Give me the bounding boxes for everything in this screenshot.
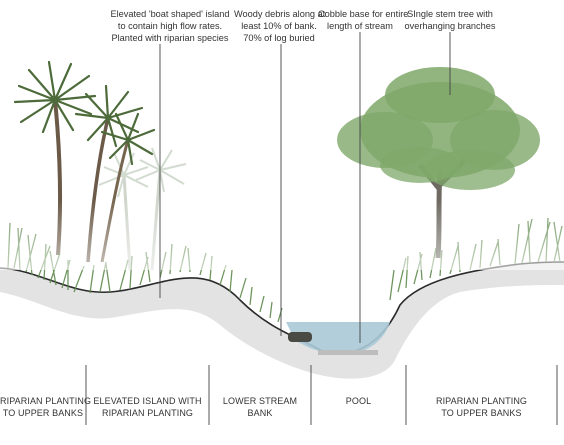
zone-dividers: [85, 365, 558, 425]
annotation-island: Elevated 'boat shaped' island to contain…: [100, 8, 240, 44]
annotation-line: to contain high flow rates.: [117, 21, 223, 31]
zone-label-line: RIPARIAN PLANTING: [101, 408, 194, 418]
annotation-line: Cobble base for entire: [318, 9, 409, 19]
leader-lines: [159, 32, 451, 343]
zone-label-line: RIPARIAN PLANTING: [435, 396, 528, 406]
zone-label-elevated-island: ELEVATED ISLAND WITH RIPARIAN PLANTING: [86, 395, 209, 419]
zone-label-riparian-right: RIPARIAN PLANTING TO UPPER BANKS: [406, 395, 557, 419]
annotation-line: Woody debris along at: [234, 9, 326, 19]
zone-label-line: LOWER STREAM: [222, 396, 298, 406]
annotation-line: Planted with riparian species: [111, 33, 229, 43]
zone-label-line: POOL: [345, 396, 372, 406]
stream-water: [286, 322, 390, 355]
annotation-line: least 10% of bank.: [241, 21, 317, 31]
mist-overlay: [0, 200, 564, 270]
annotation-woody-debris: Woody debris along at least 10% of bank.…: [234, 8, 326, 44]
annotation-line: SIngle stem tree with: [407, 9, 493, 19]
woody-debris-log: [288, 332, 312, 342]
annotation-single-stem-tree: SIngle stem tree with overhanging branch…: [404, 8, 496, 32]
annotation-line: overhanging branches: [404, 21, 496, 31]
zone-label-line: ELEVATED ISLAND WITH: [93, 396, 202, 406]
zone-label-lower-stream-bank: LOWER STREAM BANK: [209, 395, 311, 419]
zone-label-line: BANK: [247, 408, 273, 418]
annotation-line: 70% of log buried: [243, 33, 315, 43]
ground-band: [0, 262, 564, 379]
annotation-line: Elevated 'boat shaped' island: [110, 9, 230, 19]
single-stem-tree: [337, 67, 540, 259]
zone-label-line: TO UPPER BANKS: [2, 408, 84, 418]
annotation-line: length of stream: [327, 21, 393, 31]
cobble-base: [318, 350, 378, 355]
zone-label-line: TO UPPER BANKS: [441, 408, 522, 418]
zone-label-riparian-left: RIPARIAN PLANTING TO UPPER BANKS: [0, 395, 92, 419]
annotation-cobble-base: Cobble base for entire length of stream: [318, 8, 409, 32]
zone-label-line: RIPARIAN PLANTING: [0, 396, 92, 406]
zone-label-pool: POOL: [311, 395, 406, 407]
